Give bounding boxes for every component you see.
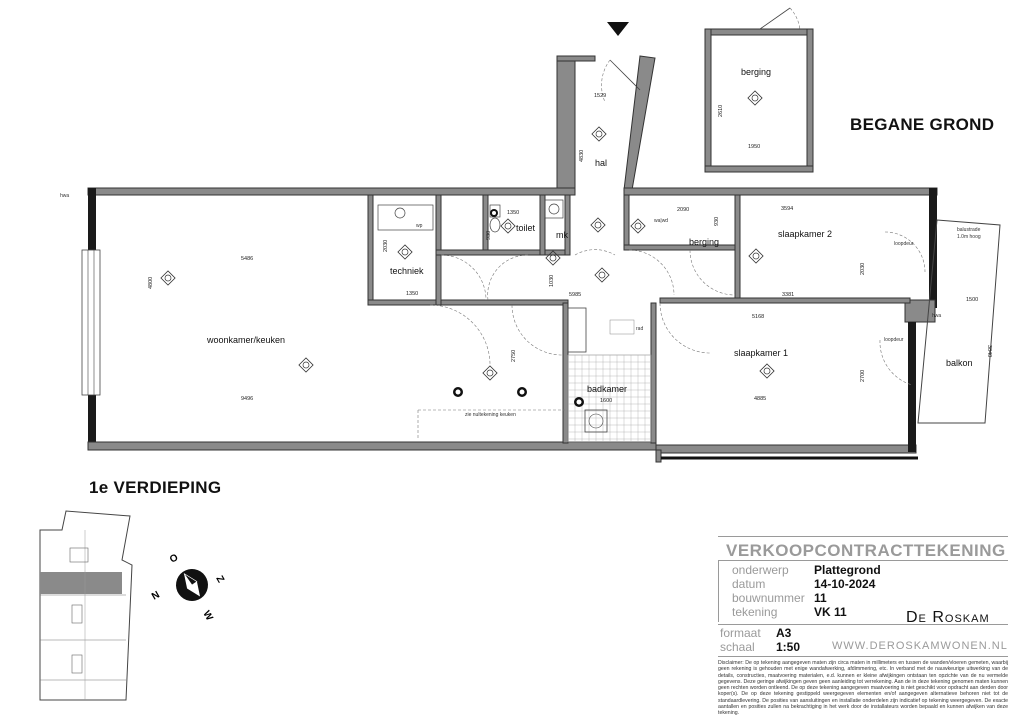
dim-930-toilet: 930 <box>486 231 492 240</box>
interior-walls <box>367 194 911 444</box>
note-wa-wd: wa|wd <box>654 218 668 224</box>
tb-label-tekening: tekening <box>732 605 778 619</box>
tb-label-onderwerp: onderwerp <box>732 563 789 577</box>
note-loopdeur-1: loopdeur <box>894 241 914 247</box>
dim-3381: 3381 <box>782 292 794 298</box>
ceiling-light-icon <box>298 357 314 373</box>
note-loopdeur-2: loopdeur <box>884 337 904 343</box>
ceiling-light-icon <box>630 218 646 234</box>
dim-4830: 4830 <box>579 150 585 162</box>
dim-4885: 4885 <box>754 396 766 402</box>
dim-5985: 5985 <box>569 292 581 298</box>
ceiling-light-icon <box>545 250 561 266</box>
dim-9496: 9496 <box>241 396 253 402</box>
note-wp: wp <box>416 223 423 229</box>
tb-value-tekening: VK 11 <box>814 605 847 619</box>
dim-2700: 2700 <box>860 370 866 382</box>
ceiling-light-icon <box>500 218 516 234</box>
tb-label-bouwnummer: bouwnummer <box>732 591 805 605</box>
dim-2030-techniek: 2030 <box>383 240 389 252</box>
brand-logo: De Roskam <box>906 609 990 626</box>
room-label-badkamer: badkamer <box>587 384 627 394</box>
dim-5486: 5486 <box>241 256 253 262</box>
tb-value-onderwerp: Plattegrond <box>814 563 881 577</box>
dim-2090: 2090 <box>677 207 689 213</box>
ceiling-light-icon <box>747 90 763 106</box>
note-hwa-right: hwa <box>932 313 941 319</box>
room-label-berging: berging <box>689 237 719 247</box>
title-block: VERKOOPCONTRACTTEKENING onderwerp Platte… <box>718 536 1008 720</box>
key-plan <box>39 510 133 701</box>
tb-value-bouwnummer: 11 <box>814 591 827 605</box>
dim-3840: 3840 <box>986 345 992 357</box>
disclaimer-text: Disclaimer: De op tekening aangegeven ma… <box>718 660 1008 717</box>
ceiling-light-icon <box>590 217 606 233</box>
room-label-mk: mk <box>556 230 568 240</box>
ceiling-light-icon <box>591 126 607 142</box>
tb-value-formaat: A3 <box>776 626 792 640</box>
compass-icon <box>176 569 208 601</box>
heading-1e-verdieping: 1e VERDIEPING <box>89 478 222 497</box>
room-label-hal: hal <box>595 158 607 168</box>
dim-2750: 2750 <box>511 350 517 362</box>
dim-1500: 1500 <box>966 297 978 303</box>
main-apartment-walls <box>81 187 1001 463</box>
room-label-berging-ground: berging <box>741 67 771 77</box>
badkamer-tiles <box>567 307 652 443</box>
dim-930-berging: 930 <box>714 217 720 226</box>
toilet-fixtures <box>377 199 564 233</box>
room-label-techniek: techniek <box>390 266 424 276</box>
dim-3594: 3594 <box>781 206 793 212</box>
light-fixture-icons <box>160 90 775 381</box>
ceiling-light-icon <box>594 267 610 283</box>
door-swings <box>417 231 926 440</box>
compass-n: N <box>150 589 162 602</box>
room-label-slaapkamer-1: slaapkamer 1 <box>734 348 788 358</box>
dim-1350-toilet: 1350 <box>507 210 519 216</box>
ceiling-light-icon <box>160 270 176 286</box>
dim-2030-slaapkamer2: 2030 <box>860 263 866 275</box>
room-label-slaapkamer-2: slaapkamer 2 <box>778 229 832 239</box>
room-label-woonkamer-keuken: woonkamer/keuken <box>206 335 285 345</box>
dim-1529: 1529 <box>594 93 606 99</box>
tb-label-datum: datum <box>732 577 766 591</box>
dim-2610: 2610 <box>718 105 724 117</box>
entrance-arrow-icon <box>607 22 629 36</box>
tb-label-formaat: formaat <box>720 626 761 640</box>
website-link[interactable]: WWW.DEROSKAMWONEN.NL <box>832 640 1008 652</box>
ceiling-light-icon <box>397 244 413 260</box>
note-hwa-left: hwa <box>60 193 69 199</box>
compass-o: O <box>168 552 180 566</box>
compass-z: Z <box>213 574 226 585</box>
dim-1030: 1030 <box>549 275 555 287</box>
ceiling-light-icon <box>759 363 775 379</box>
dim-4800: 4800 <box>148 277 154 289</box>
tb-label-schaal: schaal <box>720 640 755 654</box>
vent-icons <box>453 209 584 407</box>
heading-begane-grond: BEGANE GROND <box>850 115 995 134</box>
compass-w: W <box>200 609 215 623</box>
tb-value-datum: 14-10-2024 <box>814 577 876 591</box>
note-rad: rad <box>636 326 643 332</box>
berging-ground-block <box>704 7 814 173</box>
titleblock-heading: VERKOOPCONTRACTTEKENING <box>726 541 1006 560</box>
note-balustrade-2: 1.0m hoog <box>957 234 981 240</box>
room-label-balkon: balkon <box>946 358 973 368</box>
hal-corridor <box>556 55 656 191</box>
dim-5168: 5168 <box>752 314 764 320</box>
dim-1600: 1600 <box>600 398 612 404</box>
room-label-toilet: toilet <box>516 223 536 233</box>
ceiling-light-icon <box>748 248 764 264</box>
dim-1950: 1950 <box>748 144 760 150</box>
note-balustrade-1: balustrade <box>957 227 981 233</box>
ceiling-light-icon <box>482 365 498 381</box>
note-keuken: zie nultekening keuken <box>465 412 516 418</box>
dim-1350-techniek: 1350 <box>406 291 418 297</box>
tb-value-schaal: 1:50 <box>776 640 801 654</box>
